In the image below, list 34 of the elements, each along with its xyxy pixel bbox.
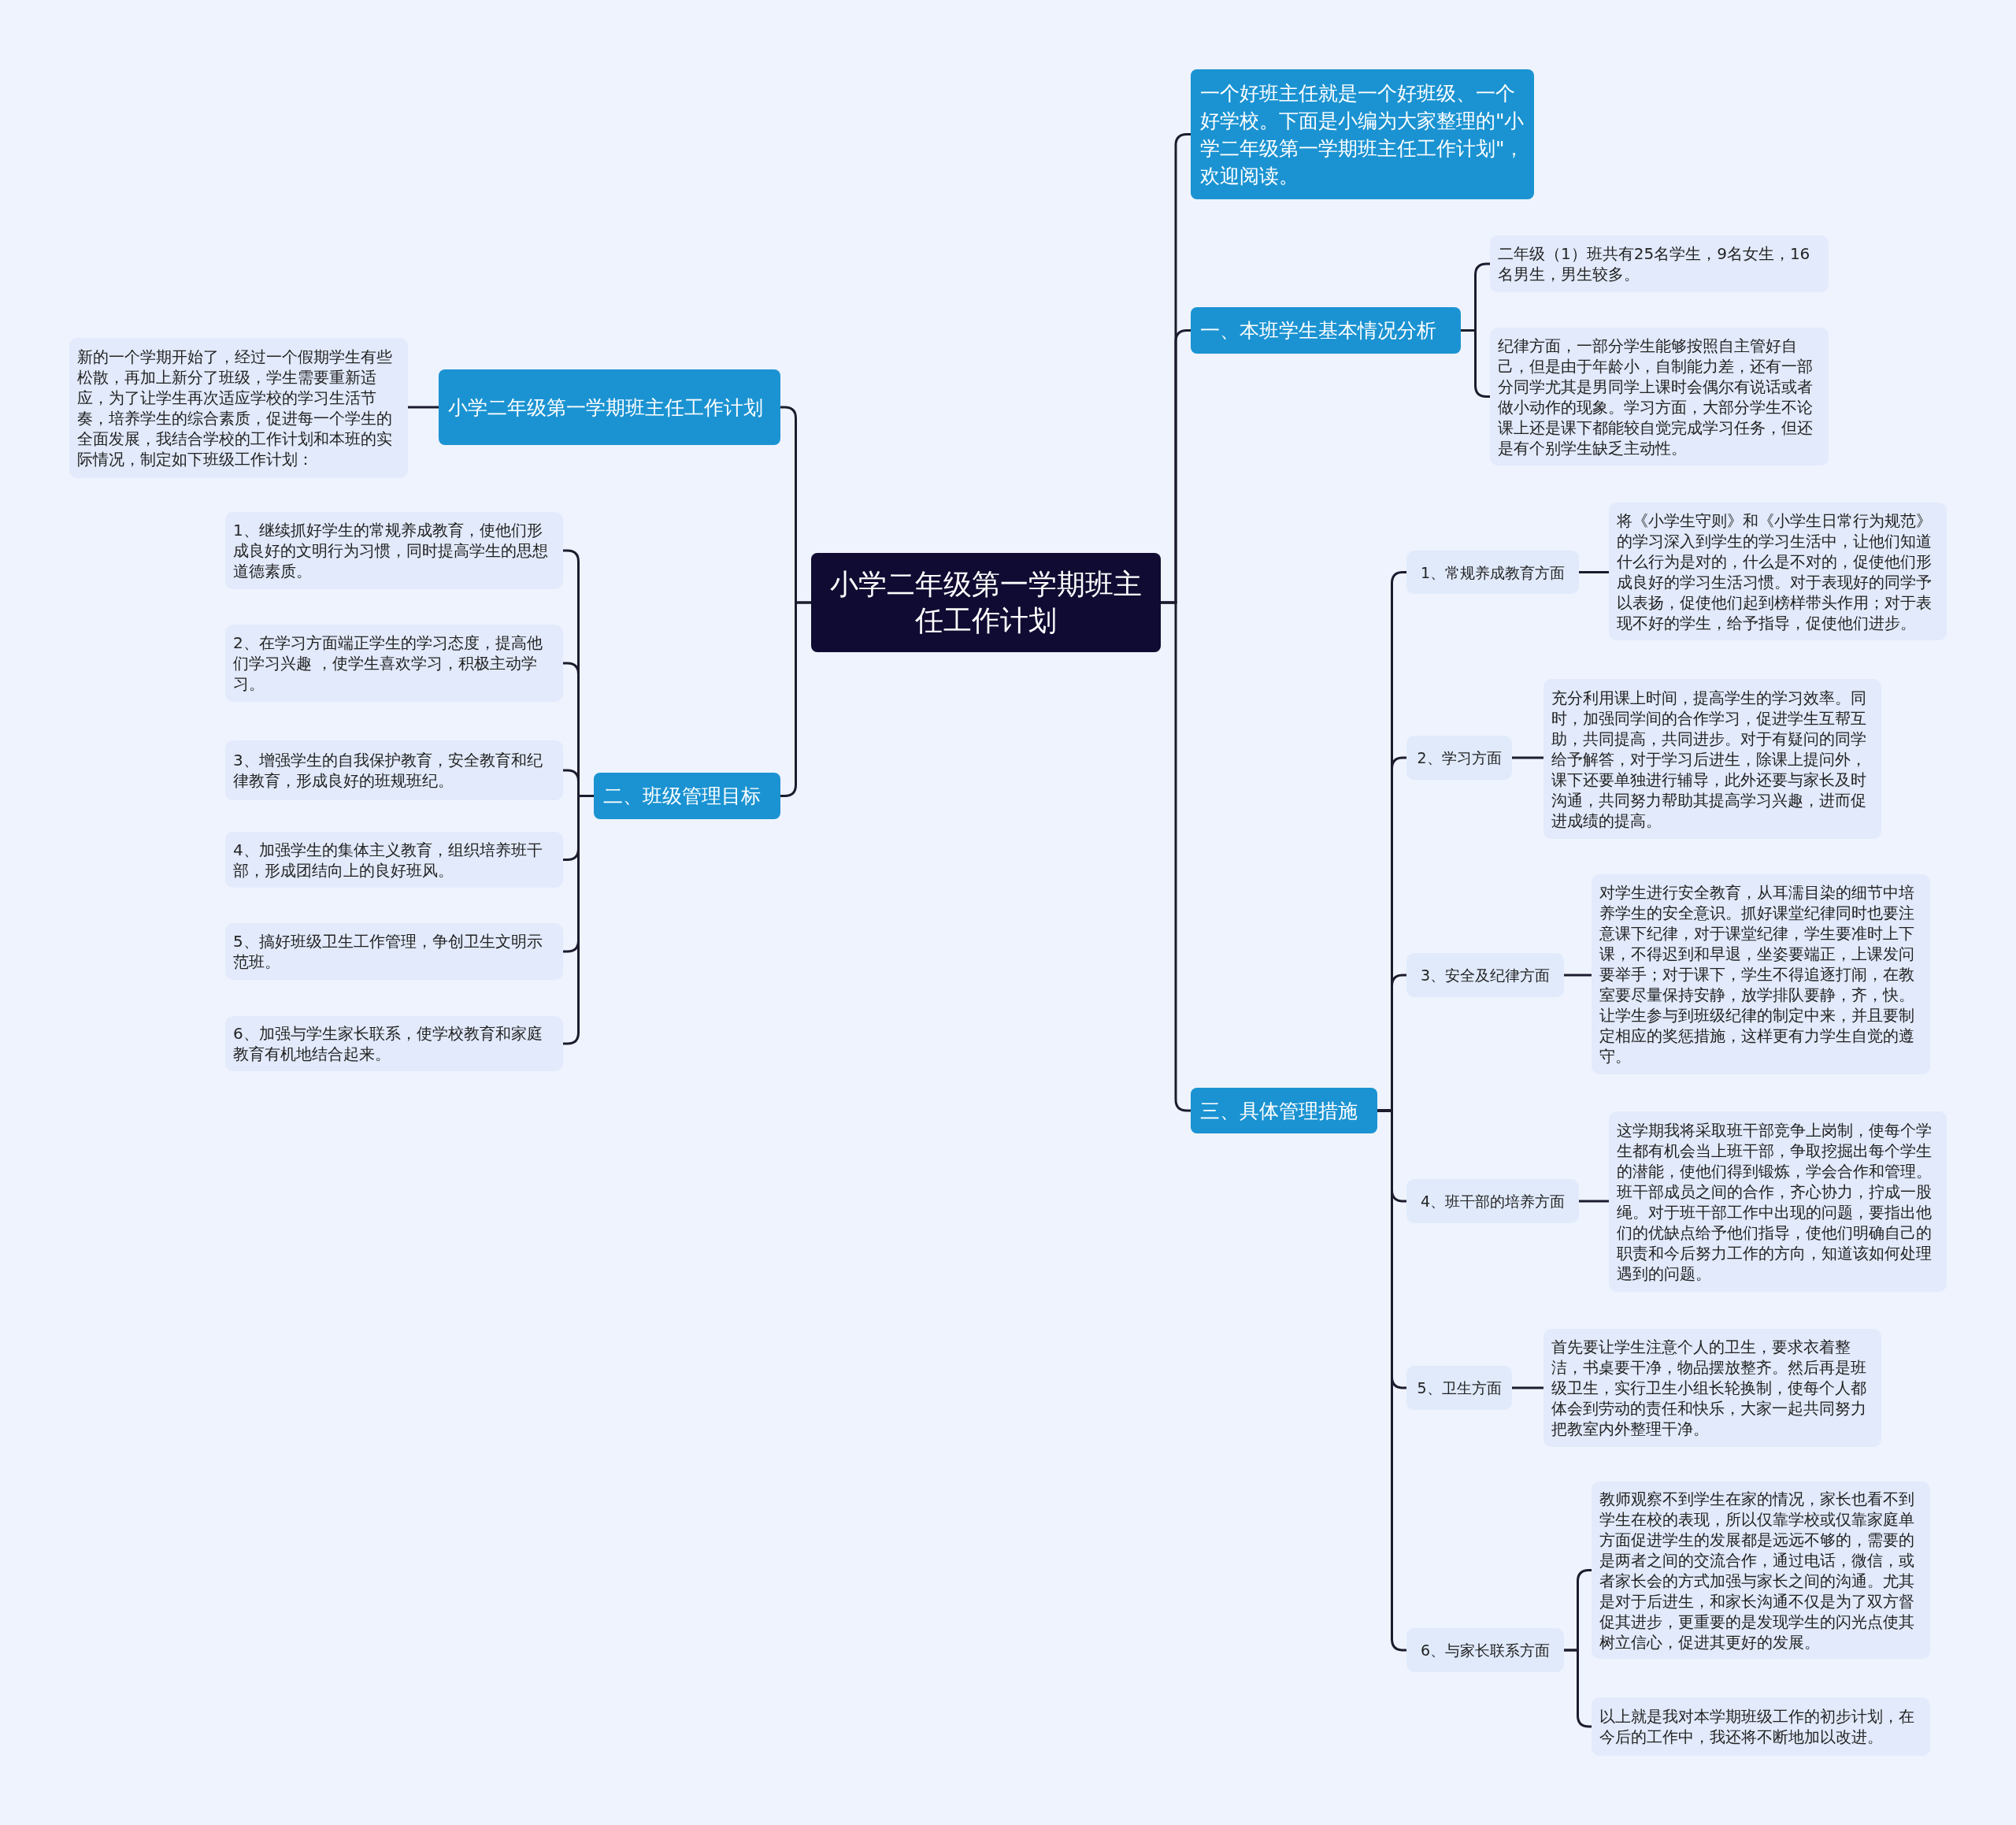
topic-box: 一个好班主任就是一个好班级、一个好学校。下面是小编为大家整理的"小学二年级第一学期班主任工作计划"，欢迎阅读。 <box>1191 69 1534 199</box>
subtopic-box: 2、学习方面 <box>1406 736 1512 780</box>
subtopic-box: 1、常规养成教育方面 <box>1406 551 1579 594</box>
text-card: 5、搞好班级卫生工作管理，争创卫生文明示范班。 <box>225 923 563 980</box>
text-card: 这学期我将采取班干部竞争上岗制，使每个学生都有机会当上班干部，争取挖掘出每个学生的潜能，使他们得到锻炼，学会合作和管理。班干部成员之间的合作，齐心协力，拧成一股绳。对于班干部工作中出现的问题，要指出他们的优缺点给予他们指导，使他们明确自己的职责和今后努力工作的方向，知道该如何处理遇到的问题。 <box>1609 1111 1947 1292</box>
text-card: 纪律方面，一部分学生能够按照自主管好自己，但是由于年龄小，自制能力差，还有一部分同学尤其是男同学上课时会偶尔有说话或者做小动作的现象。学习方面，大部分学生不论课上还是课下都能较自觉完成学习任务，但还是有个别学生缺乏主动性。 <box>1490 328 1829 466</box>
text-card: 1、继续抓好学生的常规养成教育，使他们形成良好的文明行为习惯，同时提高学生的思想道德素质。 <box>225 512 563 589</box>
subtopic-box: 4、班干部的培养方面 <box>1406 1179 1579 1223</box>
subtopic-box: 3、安全及纪律方面 <box>1406 953 1564 997</box>
connector-line <box>1512 1386 1544 1389</box>
text-card: 新的一个学期开始了，经过一个假期学生有些松散，再加上新分了班级，学生需要重新适应，为了让学生再次适应学校的学习生活节奏，培养学生的综合素质，促进每一个学生的全面发展，我结合学校的工作计划和本班的实际情况，制定如下班级工作计划： <box>69 338 408 478</box>
text-card: 2、在学习方面端正学生的学习态度，提高他们学习兴趣 ，使学生喜欢学习，积极主动学习。 <box>225 625 563 702</box>
topic-box: 三、具体管理措施 <box>1191 1088 1377 1133</box>
text-card: 以上就是我对本学期班级工作的初步计划，在今后的工作中，我还将不断地加以改进。 <box>1592 1697 1930 1756</box>
topic-box: 二、班级管理目标 <box>594 773 780 819</box>
text-card: 首先要让学生注意个人的卫生，要求衣着整洁，书桌要干净，物品摆放整齐。然后再是班级卫生，实行卫生小组长轮换制，使每个人都体会到劳动的责任和快乐，大家一起共同努力把教室内外整理干净。 <box>1544 1329 1881 1447</box>
text-card: 教师观察不到学生在家的情况，家长也看不到学生在校的表现，所以仅靠学校或仅靠家庭单方面促进学生的发展都是远远不够的，需要的是两者之间的交流合作，通过电话，微信，或者家长会的方式加强与家长之间的沟通。尤其是对于后进生，和家长沟通不仅是为了双方督促其进步，更重要的是发现学生的闪光点使其树立信心，促进其更好的发展。 <box>1592 1482 1930 1659</box>
topic-box: 一、本班学生基本情况分析 <box>1191 307 1461 354</box>
text-card: 4、加强学生的集体主义教育，组织培养班干部，形成团结向上的良好班风。 <box>225 832 563 888</box>
text-card: 二年级（1）班共有25名学生，9名女生，16名男生，男生较多。 <box>1490 236 1829 292</box>
connector-line <box>1579 1200 1609 1203</box>
connector-line <box>1512 756 1544 759</box>
text-card: 对学生进行安全教育，从耳濡目染的细节中培养学生的安全意识。抓好课堂纪律同时也要注意课下纪律，对于课堂纪律，学生要准时上下课，不得迟到和早退，坐姿要端正，上课发问要举手；对于课下，学生不得追逐打闹，在教室要尽量保持安静，放学排队要静，齐，快。让学生参与到班级纪律的制定中来，并且要制定相应的奖惩措施，这样更有力学生自觉的遵守。 <box>1592 874 1930 1074</box>
text-card: 将《小学生守则》和《小学生日常行为规范》的学习深入到学生的学习生活中，让他们知道什么行为是对的，什么是不对的，促使他们形成良好的学习生活习惯。对于表现好的同学予以表扬，促使他们起到榜样带头作用；对于表现不好的学生，给予指导，促使他们进步。 <box>1609 503 1947 640</box>
text-card: 6、加强与学生家长联系，使学校教育和家庭教育有机地结合起来。 <box>225 1016 563 1071</box>
topic-box: 小学二年级第一学期班主任工作计划 <box>439 369 780 445</box>
connector-line <box>1579 571 1609 573</box>
central-topic-box: 小学二年级第一学期班主任工作计划 <box>811 553 1161 652</box>
text-card: 3、增强学生的自我保护教育，安全教育和纪律教育，形成良好的班规班纪。 <box>225 740 563 800</box>
text-card: 充分利用课上时间，提高学生的学习效率。同时，加强同学间的合作学习，促进学生互帮互助，共同提高，共同进步。对于有疑问的同学给予解答，对于学习后进生，除课上提问外，课下还要单独进行辅导，此外还要与家长及时沟通，共同努力帮助其提高学习兴趣，进而促进成绩的提高。 <box>1544 679 1881 839</box>
subtopic-box: 5、卫生方面 <box>1406 1366 1512 1410</box>
connector-line <box>1564 974 1592 977</box>
connector-line <box>408 406 439 409</box>
subtopic-box: 6、与家长联系方面 <box>1406 1628 1564 1672</box>
